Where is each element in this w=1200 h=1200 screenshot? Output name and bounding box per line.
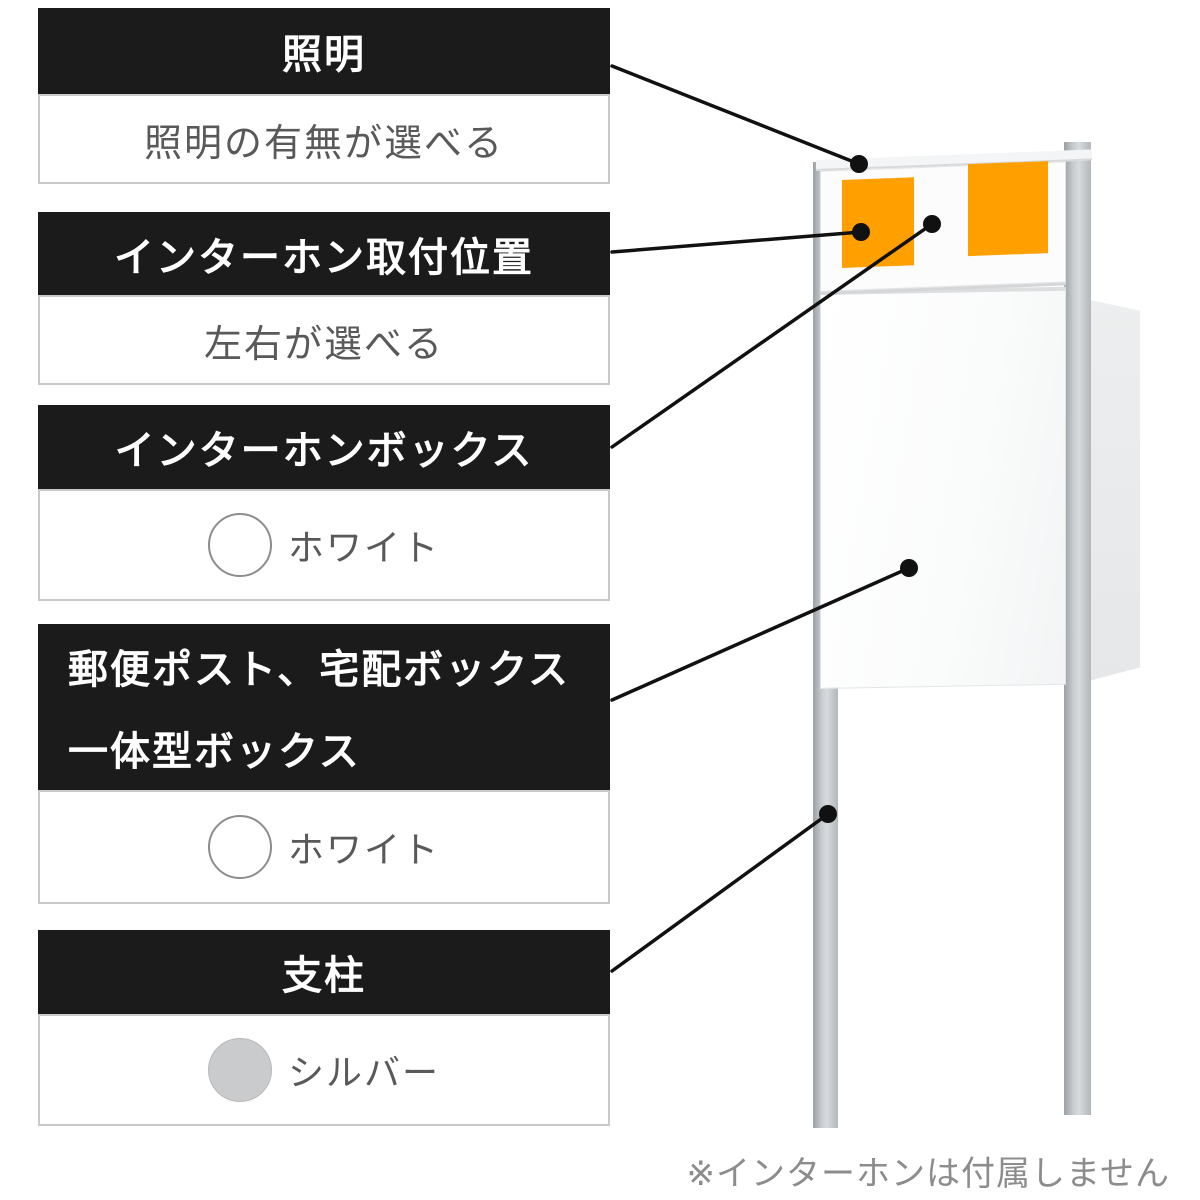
callout-line-lighting bbox=[610, 64, 861, 166]
card-lighting-header: 照明 bbox=[38, 8, 610, 94]
card-pillar-title: 支柱 bbox=[282, 954, 366, 998]
card-pillar: 支柱 シルバー bbox=[38, 930, 610, 1126]
card-mailbox-body: ホワイト bbox=[38, 790, 610, 904]
silver-color-swatch-icon bbox=[207, 1038, 272, 1102]
card-lighting-description: 照明の有無が選べる bbox=[143, 122, 504, 165]
card-mailbox: 郵便ポスト、宅配ボックス 一体型ボックス ホワイト bbox=[38, 624, 610, 904]
white-color-swatch-icon bbox=[207, 513, 272, 577]
intercom-position-marker-left bbox=[842, 177, 914, 269]
card-intercom-box: インターホンボックス ホワイト bbox=[38, 405, 610, 601]
card-intercom-box-title: インターホンボックス bbox=[114, 429, 534, 473]
card-intercom-box-color-label: ホワイト bbox=[287, 527, 440, 568]
card-intercom-box-body: ホワイト bbox=[38, 489, 610, 601]
card-mailbox-color-label: ホワイト bbox=[287, 829, 440, 870]
card-mailbox-title-line1: 郵便ポスト、宅配ボックス bbox=[68, 648, 570, 692]
card-lighting-title: 照明 bbox=[282, 33, 366, 77]
white-color-swatch-icon bbox=[207, 815, 272, 879]
card-intercom-position-title: インターホン取付位置 bbox=[114, 235, 534, 280]
card-pillar-header: 支柱 bbox=[38, 930, 610, 1014]
mailbox-front-face bbox=[820, 286, 1066, 689]
intercom-panel bbox=[816, 149, 1092, 294]
card-pillar-color-label: シルバー bbox=[287, 1052, 440, 1093]
intercom-position-marker-right bbox=[968, 161, 1048, 257]
footnote-text: ※インターホンは付属しません bbox=[686, 1155, 1170, 1193]
card-lighting-body: 照明の有無が選べる bbox=[38, 94, 610, 184]
card-lighting: 照明 照明の有無が選べる bbox=[38, 8, 610, 184]
card-intercom-position-body: 左右が選べる bbox=[38, 295, 610, 385]
card-intercom-position-description: 左右が選べる bbox=[203, 323, 444, 366]
card-intercom-box-header: インターホンボックス bbox=[38, 405, 610, 489]
card-pillar-body: シルバー bbox=[38, 1014, 610, 1126]
card-intercom-position-header: インターホン取付位置 bbox=[38, 212, 610, 295]
card-mailbox-header: 郵便ポスト、宅配ボックス 一体型ボックス bbox=[38, 624, 610, 790]
right-support-post bbox=[1064, 142, 1091, 1115]
card-mailbox-title-line2: 一体型ボックス bbox=[68, 730, 361, 774]
card-intercom-position: インターホン取付位置 左右が選べる bbox=[38, 212, 610, 385]
callout-line-pillar bbox=[610, 812, 830, 973]
